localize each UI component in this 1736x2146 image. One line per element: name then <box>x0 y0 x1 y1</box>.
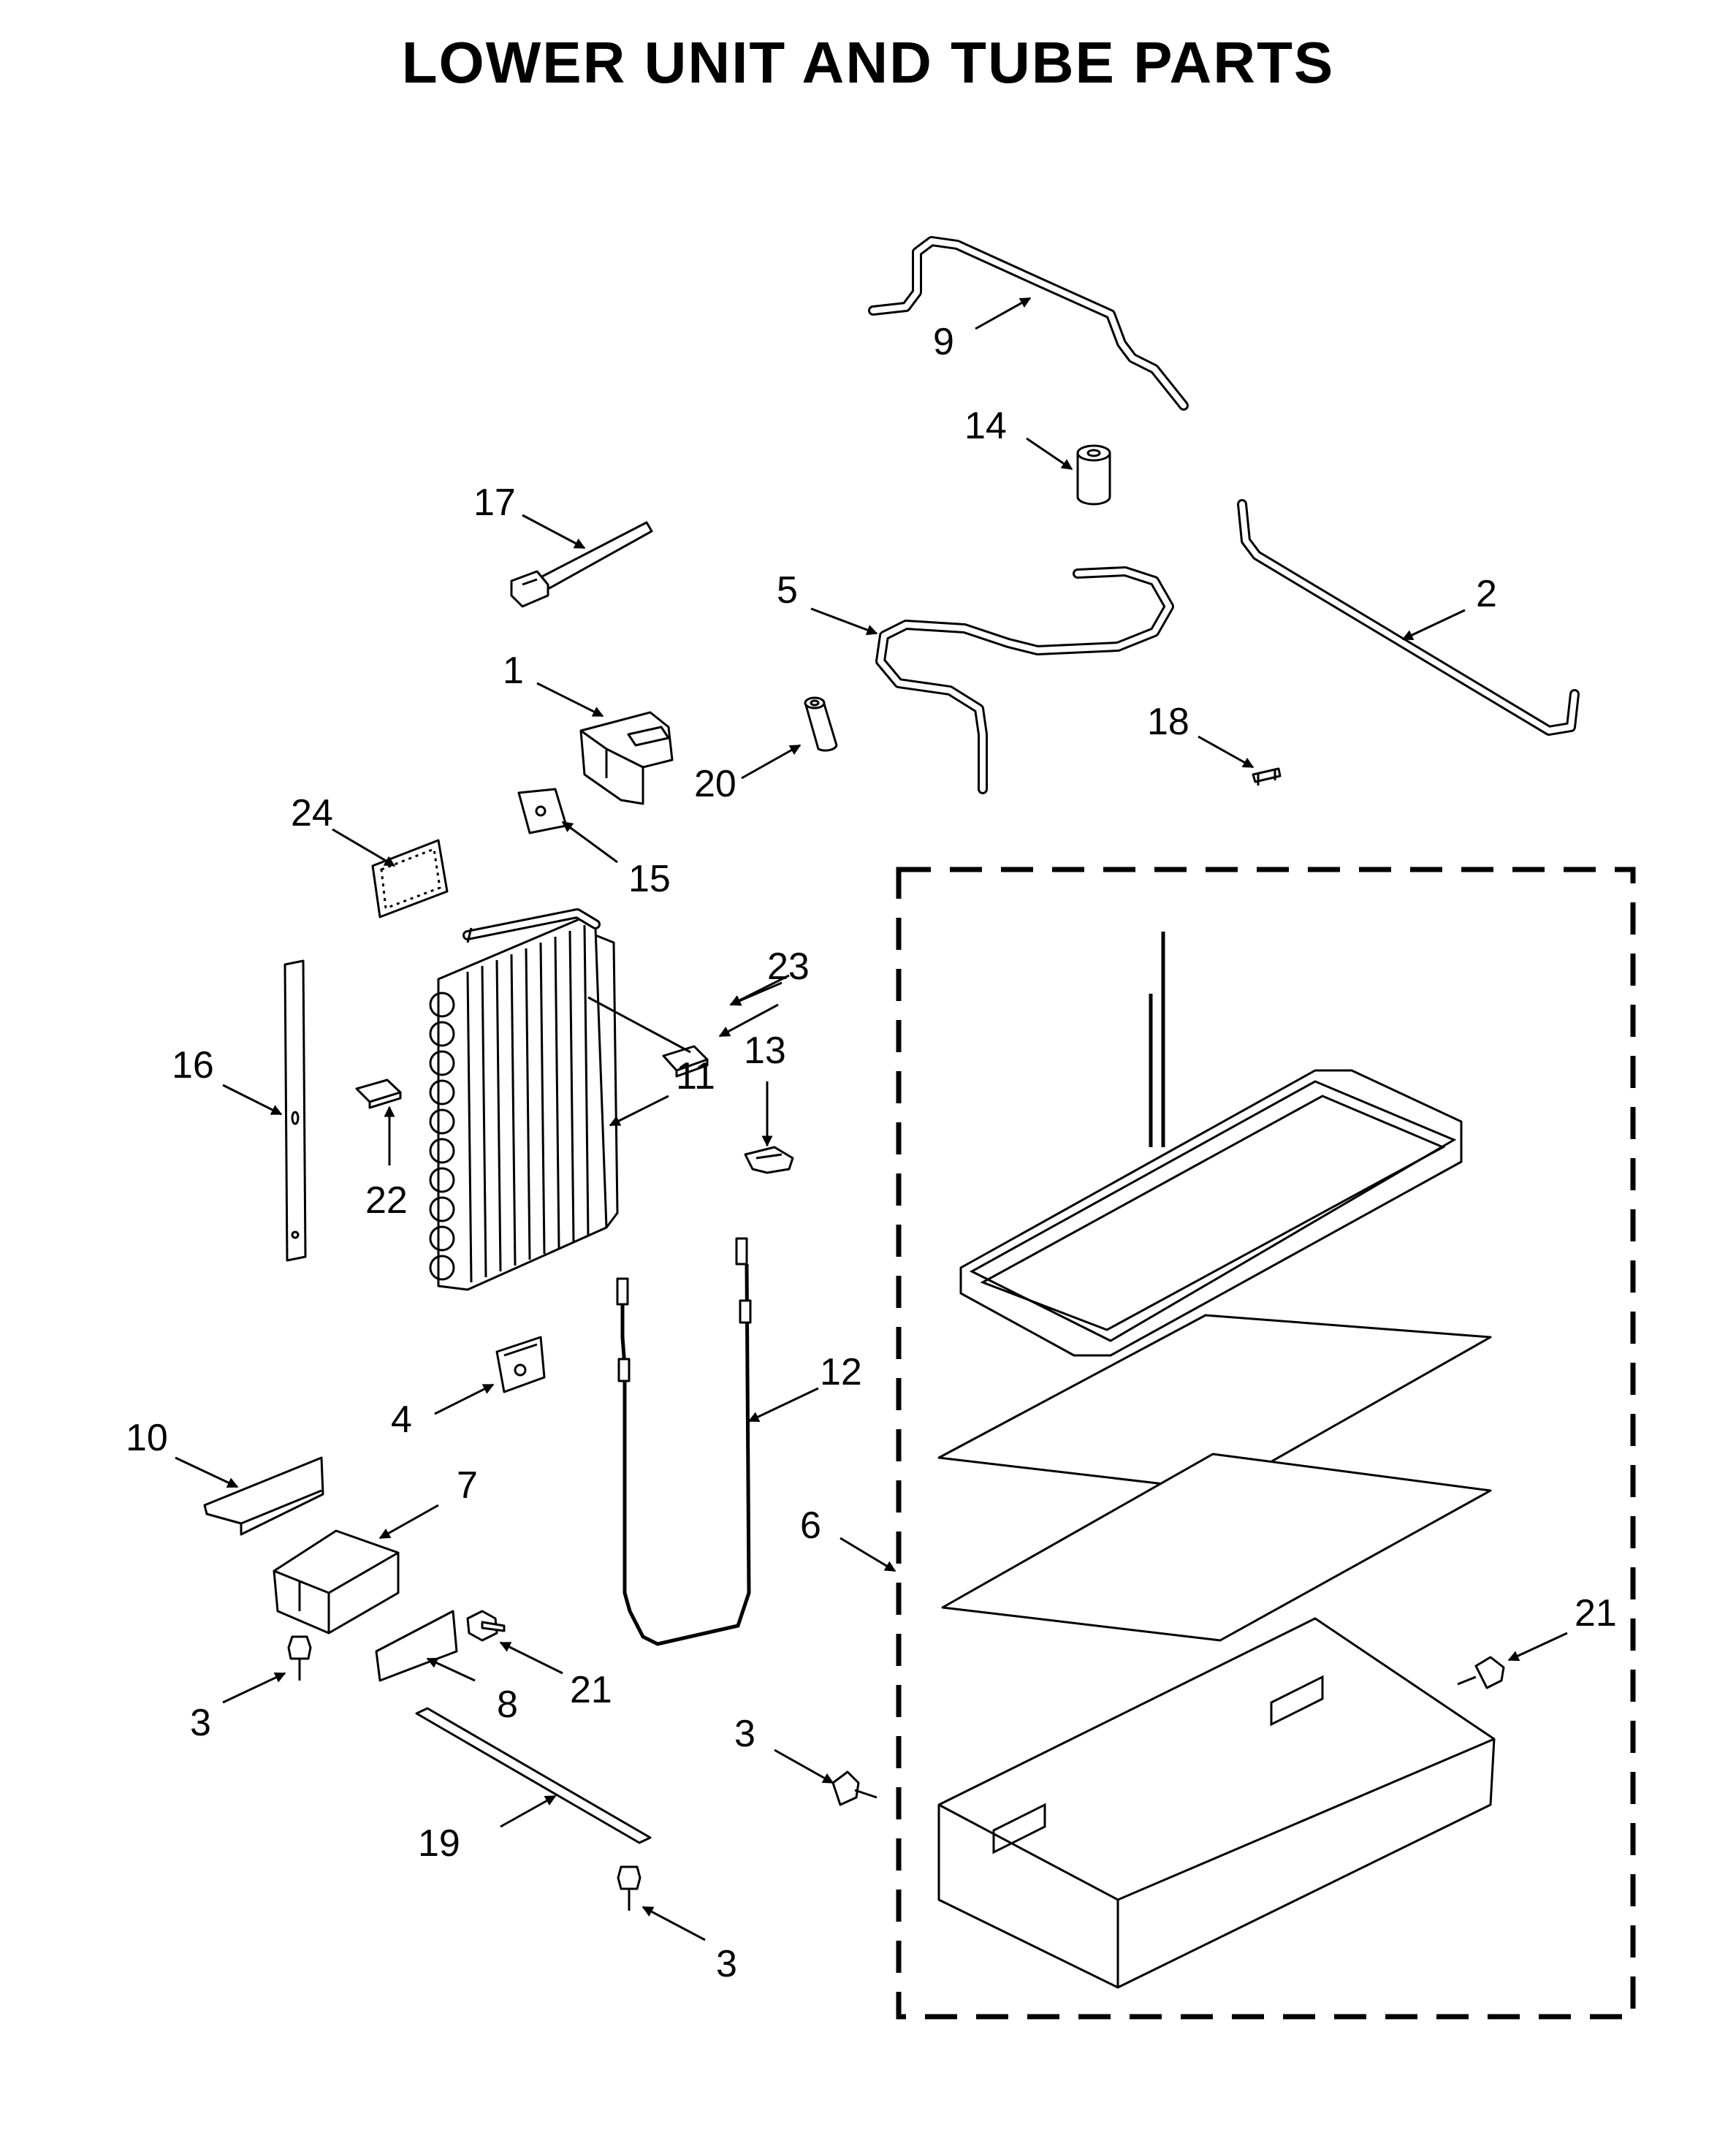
part-8-plate <box>375 1610 458 1682</box>
callout-21-right: 21 <box>1575 1592 1617 1635</box>
callout-23: 23 <box>767 945 810 988</box>
callout-10: 10 <box>126 1417 168 1459</box>
part-19-strip <box>415 1707 652 1844</box>
part-7-bracket <box>273 1529 400 1635</box>
part-13-clip <box>744 1146 794 1174</box>
callout-15: 15 <box>628 858 671 900</box>
part-22-pad <box>355 1078 402 1109</box>
part-21-screw-left <box>466 1610 506 1642</box>
part-2-tube <box>1237 499 1580 736</box>
callout-2: 2 <box>1476 573 1497 615</box>
callout-4: 4 <box>391 1399 412 1441</box>
callout-3-left: 3 <box>190 1702 211 1744</box>
callout-1: 1 <box>503 650 524 692</box>
callout-22: 22 <box>365 1179 408 1222</box>
callout-16: 16 <box>172 1044 214 1087</box>
callout-21-left: 21 <box>570 1669 612 1711</box>
callout-13: 13 <box>744 1030 786 1072</box>
part-17-tie-wrap <box>510 521 653 608</box>
part-10-panel <box>203 1456 324 1536</box>
part-3-screw-c <box>831 1770 877 1806</box>
part-24-pad <box>371 839 449 918</box>
part-9-tube <box>868 236 1189 411</box>
part-1-bracket <box>579 711 674 805</box>
part-3-screw-b <box>617 1865 642 1911</box>
callout-5: 5 <box>777 569 798 612</box>
callout-labels: 9 14 17 2 5 1 18 20 24 15 23 16 13 11 22… <box>126 321 1617 1985</box>
callout-3-center: 3 <box>734 1713 755 1755</box>
part-6-assembly <box>896 867 1636 2020</box>
callout-14: 14 <box>964 405 1007 447</box>
diagram-title: LOWER UNIT AND TUBE PARTS <box>401 30 1335 95</box>
callout-20: 20 <box>694 763 736 805</box>
part-11-condenser <box>429 908 619 1291</box>
callout-18: 18 <box>1147 701 1189 743</box>
callout-24: 24 <box>291 792 333 834</box>
part-15-plate <box>517 788 568 834</box>
part-14-filter <box>1076 444 1111 506</box>
callout-6: 6 <box>800 1504 821 1547</box>
part-21-screw-right <box>1457 1656 1505 1689</box>
callout-11: 11 <box>676 1055 715 1097</box>
leader-lines <box>175 297 1568 1941</box>
part-5-tube <box>875 566 1174 794</box>
callout-12: 12 <box>820 1351 862 1393</box>
callout-3-bottom: 3 <box>716 1943 737 1985</box>
part-16-strip <box>283 959 307 1262</box>
callout-19: 19 <box>418 1822 460 1865</box>
part-3-screw-a <box>287 1635 312 1681</box>
callout-8: 8 <box>497 1683 518 1726</box>
part-20-dryer <box>804 696 838 752</box>
callout-17: 17 <box>473 482 516 524</box>
part-4-bracket <box>495 1336 546 1393</box>
part-18-clip <box>1252 767 1282 785</box>
part-12-wire-harness <box>616 1237 752 1646</box>
callout-7: 7 <box>457 1464 478 1507</box>
callout-9: 9 <box>933 321 954 363</box>
